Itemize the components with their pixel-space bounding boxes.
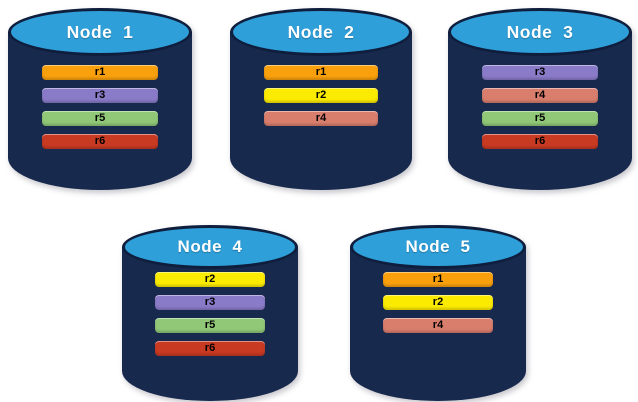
node-title: Node 4 xyxy=(177,237,243,256)
replica-list: r3 r4 r5 r6 xyxy=(448,8,632,157)
replica-bar: r2 xyxy=(382,295,494,310)
replica-bar: r1 xyxy=(382,272,494,287)
cylinder-top-ellipse xyxy=(8,8,192,56)
replica-bar: r3 xyxy=(482,65,598,80)
replica-list: r1 r2 r4 xyxy=(230,8,412,134)
replica-bar: r5 xyxy=(482,111,598,126)
node-4-cylinder: Node 4 r2 r3 r5 r6 xyxy=(122,225,298,401)
replica-list: r2 r3 r5 r6 xyxy=(122,225,298,364)
node-5-cylinder: Node 5 r1 r2 r4 xyxy=(350,225,526,401)
node-title: Node 3 xyxy=(506,22,574,42)
node-title: Node 1 xyxy=(66,22,134,42)
replica-bar: r6 xyxy=(482,134,598,149)
replica-bar: r3 xyxy=(154,295,266,310)
cylinder-top-ellipse xyxy=(122,225,298,269)
replica-bar: r1 xyxy=(263,65,379,80)
replica-bar: r4 xyxy=(482,88,598,103)
replica-bar: r3 xyxy=(42,88,158,103)
node-1-cylinder: Node 1 r1 r3 r5 r6 xyxy=(8,8,192,190)
cylinder-top-ellipse xyxy=(350,225,526,269)
node-2-cylinder: Node 2 r1 r2 r4 xyxy=(230,8,412,190)
replica-bar: r1 xyxy=(42,65,158,80)
replica-list: r1 r2 r4 xyxy=(350,225,526,341)
replica-bar: r6 xyxy=(42,134,158,149)
replica-bar: r5 xyxy=(154,318,266,333)
node-title: Node 5 xyxy=(405,237,471,256)
replica-bar: r4 xyxy=(263,111,379,126)
cylinder-top-ellipse xyxy=(448,8,632,56)
replica-list: r1 r3 r5 r6 xyxy=(8,8,192,157)
replica-bar: r6 xyxy=(154,341,266,356)
cylinder-top-ellipse xyxy=(230,8,412,56)
replica-bar: r2 xyxy=(263,88,379,103)
node-title: Node 2 xyxy=(287,22,355,42)
replica-bar: r2 xyxy=(154,272,266,287)
replica-bar: r5 xyxy=(42,111,158,126)
node-3-cylinder: Node 3 r3 r4 r5 r6 xyxy=(448,8,632,190)
replica-bar: r4 xyxy=(382,318,494,333)
